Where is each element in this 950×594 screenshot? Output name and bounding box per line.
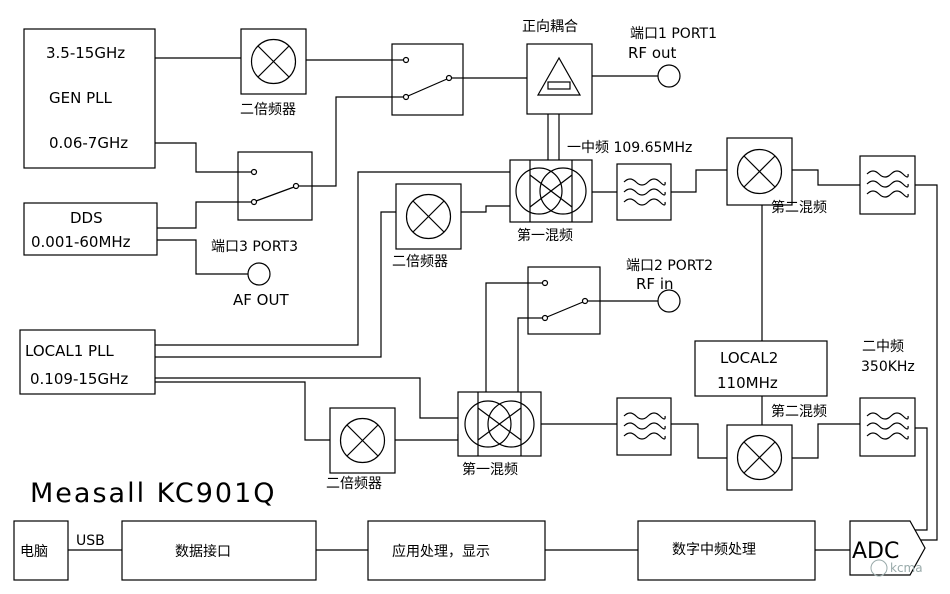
doubler-3-label: 二倍频器 bbox=[326, 476, 382, 492]
second-if-label: 二中频 bbox=[862, 339, 904, 355]
port-2-sublabel: RF in bbox=[636, 275, 674, 293]
port-1-sublabel: RF out bbox=[628, 44, 677, 62]
dds-name: DDS bbox=[70, 209, 103, 227]
frequency-doubler-1: 二倍频器 bbox=[240, 28, 307, 118]
watermark-text: kcma bbox=[890, 561, 923, 575]
first-if-label: 一中频 109.65MHz bbox=[567, 140, 692, 156]
digital-if-block: 数字中频处理 bbox=[637, 520, 816, 581]
second-mixer-lower-label: 第二混频 bbox=[771, 403, 827, 420]
port-2-label: 端口2 PORT2 bbox=[626, 258, 713, 274]
local1-pll-block: LOCAL1 PLL 0.109-15GHz bbox=[19, 329, 156, 395]
local1-name: LOCAL1 PLL bbox=[25, 342, 114, 360]
data-interface-block: 数据接口 bbox=[121, 520, 317, 581]
pc-label: 电脑 bbox=[20, 544, 48, 560]
second-mixer-upper: 第二混频 bbox=[726, 137, 827, 216]
dds-block: DDS 0.001-60MHz bbox=[23, 202, 158, 256]
port-3-sublabel: AF OUT bbox=[233, 291, 289, 309]
usb-label: USB bbox=[76, 533, 105, 549]
port-1-rf-out: 端口1 PORT1 RF out bbox=[628, 26, 717, 88]
app-processing-label: 应用处理，显示 bbox=[392, 543, 490, 560]
gen-pll-freq-low: 0.06-7GHz bbox=[49, 134, 128, 152]
gen-pll-freq-high: 3.5-15GHz bbox=[46, 44, 125, 62]
second-if-freq: 350KHz bbox=[861, 359, 915, 375]
local2-name: LOCAL2 bbox=[720, 349, 778, 367]
rf-switch-3 bbox=[527, 266, 601, 335]
adc-label: ADC bbox=[852, 539, 899, 564]
first-mixer-upper-label: 第一混频 bbox=[517, 227, 573, 244]
coupler-label: 正向耦合 bbox=[522, 19, 578, 35]
first-mixer-lower-label: 第一混频 bbox=[462, 461, 518, 478]
port-3-af-out: 端口3 PORT3 AF OUT bbox=[211, 239, 298, 309]
local2-freq: 110MHz bbox=[717, 374, 778, 392]
pc-block: 电脑 bbox=[13, 520, 69, 581]
doubler-1-label: 二倍频器 bbox=[240, 102, 296, 118]
bandpass-filter-4 bbox=[859, 397, 916, 457]
frequency-doubler-2: 二倍频器 bbox=[392, 183, 462, 270]
frequency-doubler-3: 二倍频器 bbox=[326, 407, 396, 492]
bandpass-filter-1 bbox=[616, 163, 672, 221]
first-mixer-upper: 第一混频 bbox=[509, 159, 593, 244]
local2-block: LOCAL2 110MHz bbox=[694, 340, 828, 397]
local1-freq: 0.109-15GHz bbox=[30, 370, 128, 388]
second-mixer-lower: 第二混频 bbox=[726, 403, 827, 491]
rf-switch-1 bbox=[391, 43, 464, 116]
digital-if-label: 数字中频处理 bbox=[672, 542, 756, 558]
first-mixer-lower: 第一混频 bbox=[457, 391, 542, 478]
gen-pll-block: 3.5-15GHz GEN PLL 0.06-7GHz bbox=[23, 28, 156, 169]
port-2-rf-in: 端口2 PORT2 RF in bbox=[626, 258, 713, 313]
dds-freq: 0.001-60MHz bbox=[31, 233, 131, 251]
adc-block: ADC bbox=[849, 520, 926, 576]
watermark: kcma bbox=[870, 559, 923, 577]
bandpass-filter-2 bbox=[859, 155, 916, 215]
data-interface-label: 数据接口 bbox=[175, 543, 231, 560]
rf-switch-2 bbox=[237, 151, 313, 221]
app-processing-block: 应用处理，显示 bbox=[367, 520, 546, 581]
directional-coupler: 正向耦合 bbox=[522, 19, 593, 115]
port-3-label: 端口3 PORT3 bbox=[211, 239, 298, 255]
product-name: Measall KC901Q bbox=[30, 478, 277, 509]
port-1-label: 端口1 PORT1 bbox=[630, 26, 717, 42]
bandpass-filter-3 bbox=[616, 397, 672, 456]
second-mixer-upper-label: 第二混频 bbox=[771, 199, 827, 216]
doubler-2-label: 二倍频器 bbox=[392, 254, 448, 270]
gen-pll-name: GEN PLL bbox=[49, 89, 112, 107]
